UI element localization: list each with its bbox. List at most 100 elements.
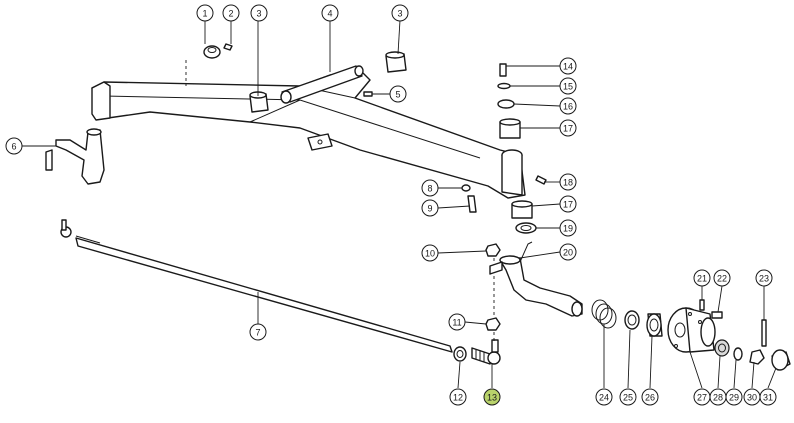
callout-number: 13 [487, 393, 497, 403]
kingpin-parts [497, 63, 547, 234]
callout-circle [559, 195, 577, 213]
callout-number: 11 [452, 318, 461, 328]
callout-number: 10 [425, 249, 435, 259]
callout-number: 30 [747, 393, 757, 403]
callout-circle [559, 219, 577, 237]
callout-number: 31 [763, 393, 773, 403]
callout-circle [559, 77, 577, 95]
bolt-8-9 [461, 184, 477, 213]
callout-circle [559, 57, 577, 75]
callout-c8: 8 [421, 179, 439, 197]
callout-number: 27 [697, 393, 707, 403]
callout-c4: 4 [321, 4, 339, 22]
callout-c27: 27 [693, 388, 711, 406]
callout-number: 7 [255, 328, 260, 338]
callout-c17a: 17 [559, 119, 577, 137]
callout-number: 26 [645, 393, 655, 403]
callout-circle [448, 313, 466, 331]
callout-circle [693, 269, 711, 287]
callout-circle [559, 97, 577, 115]
callout-circle [449, 388, 467, 406]
callout-number: 5 [395, 90, 400, 100]
callout-c24: 24 [595, 388, 613, 406]
callout-number: 17 [563, 124, 573, 134]
callout-circle [559, 119, 577, 137]
small-pin-5 [363, 91, 373, 97]
callout-c23: 23 [755, 269, 773, 287]
callout-c1: 1 [196, 4, 214, 22]
callout-c3b: 3 [391, 4, 409, 22]
callout-c25: 25 [619, 388, 637, 406]
callout-c21: 21 [693, 269, 711, 287]
rod-end-parts [453, 339, 501, 365]
callout-number: 3 [397, 9, 402, 19]
cap-and-pin [185, 43, 233, 86]
callout-number: 24 [599, 393, 609, 403]
callout-c15: 15 [559, 77, 577, 95]
callout-circle [713, 269, 731, 287]
bushing-top [385, 51, 407, 73]
callout-number: 4 [327, 9, 332, 19]
callout-circle [391, 4, 409, 22]
seal-25 [624, 310, 640, 330]
callout-number: 18 [563, 178, 573, 188]
callout-number: 8 [427, 184, 432, 194]
callout-circle [755, 269, 773, 287]
spring-24 [591, 299, 617, 329]
callout-number: 1 [202, 9, 207, 19]
callout-circle [5, 137, 23, 155]
callout-c19: 19 [559, 219, 577, 237]
callout-circle [421, 244, 439, 262]
callout-c10: 10 [421, 244, 439, 262]
upper-tube [280, 65, 364, 104]
callout-circle [421, 199, 439, 217]
stub-axle-fasteners [485, 243, 501, 342]
callout-c16: 16 [559, 97, 577, 115]
axle-beam [91, 71, 526, 199]
callout-number: 9 [427, 204, 432, 214]
callout-number: 25 [623, 393, 633, 403]
callout-circle [249, 323, 267, 341]
callout-circle [196, 4, 214, 22]
callout-circle [619, 388, 637, 406]
callout-circle [483, 388, 501, 406]
callout-c13: 13 [483, 388, 501, 406]
callout-number: 21 [697, 274, 707, 284]
callout-c22: 22 [713, 269, 731, 287]
callout-c31: 31 [759, 388, 777, 406]
leader-lines [20, 19, 777, 389]
callout-number: 6 [11, 142, 16, 152]
callout-circle [759, 388, 777, 406]
callout-circle [595, 388, 613, 406]
callout-c12: 12 [449, 388, 467, 406]
callout-circle [389, 85, 407, 103]
outer-hub-parts [714, 319, 791, 371]
callout-c3a: 3 [250, 4, 268, 22]
callout-c26: 26 [641, 388, 659, 406]
callout-number: 14 [563, 62, 573, 72]
callout-number: 29 [729, 393, 739, 403]
callout-circle [559, 243, 577, 261]
callout-c2: 2 [222, 4, 240, 22]
callout-circle [222, 4, 240, 22]
callout-number: 17 [563, 200, 573, 210]
left-steering-arm [45, 128, 105, 185]
callout-circle [321, 4, 339, 22]
callout-number: 22 [717, 274, 727, 284]
stub-axle [489, 241, 583, 317]
callout-c7: 7 [249, 323, 267, 341]
callout-circle [559, 173, 577, 191]
callout-number: 12 [453, 393, 463, 403]
callout-number: 16 [563, 102, 573, 112]
callout-number: 15 [563, 82, 573, 92]
callout-circle [421, 179, 439, 197]
callout-number: 28 [713, 393, 723, 403]
callout-circle [641, 388, 659, 406]
bushing-middle [249, 91, 269, 113]
callout-number: 20 [563, 248, 573, 258]
callout-c18: 18 [559, 173, 577, 191]
callout-c28: 28 [709, 388, 727, 406]
